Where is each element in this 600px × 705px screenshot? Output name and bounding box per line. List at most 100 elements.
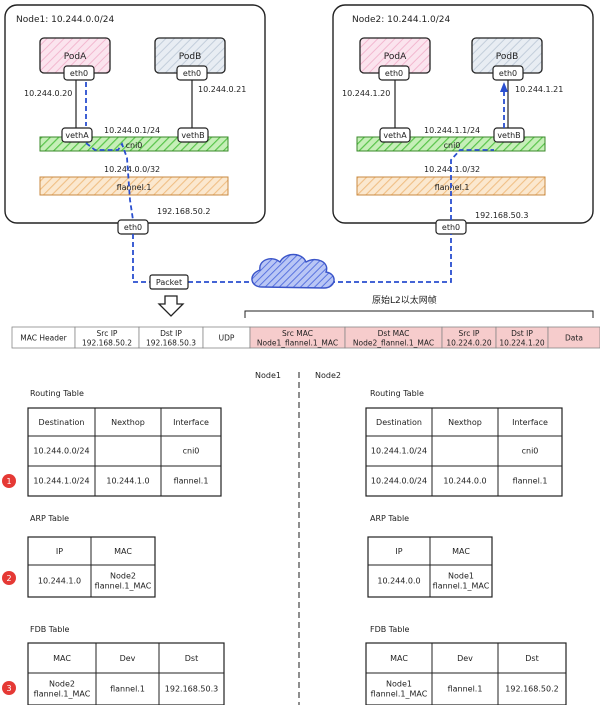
node2-cni0-ip: 10.244.1.1/24 [424,126,480,135]
packet-label: Packet [156,278,182,287]
node1-veth-b-label: vethB [181,131,204,140]
table-cell: flannel.1 [174,477,209,486]
node1-veth-b [177,127,209,143]
table-cell: flannel.1 [110,685,145,694]
node1-routing-title: Routing Table [30,389,84,398]
node2-flannel-ip: 10.244.1.0/32 [424,165,480,174]
network-cloud-icon [251,253,335,289]
step-badge-2: 2 [2,571,16,585]
node2-host-eth0-label: eth0 [442,223,460,232]
table-cell: Node1 [448,572,474,581]
step-badge-1: 1 [2,474,16,488]
packet-field: Data [547,326,600,349]
node1-flannel-label: flannel.1 [117,183,152,192]
node2-host-ip: 192.168.50.3 [475,211,528,220]
table-header-cell: MAC [390,654,408,663]
node2-pod-a-ip: 10.244.1.20 [342,89,390,98]
table-cell: 10.244.0.0/24 [371,477,427,486]
traffic-path [85,82,505,283]
table-cell: flannel.1 [513,477,548,486]
arrow-head-icon [500,82,508,92]
node1-fdb-title: FDB Table [30,625,70,634]
table-cell: 10.244.1.0/24 [371,447,427,456]
table-header-cell: Destination [39,418,85,427]
down-arrow-icon [157,295,185,317]
table-header-cell: Dst [525,654,538,663]
svg-text:3: 3 [6,684,11,693]
node2-pod-a-label: PodA [384,52,407,62]
packet-field-label: 10.224.0.20 [446,338,492,347]
node1-host-eth0-label: eth0 [124,223,142,232]
node1-cni0-label: cni0 [126,141,143,150]
packet-field-label: UDP [219,334,235,343]
packet-field-label: 10.224.1.20 [499,338,545,347]
node2-veth-b [493,127,525,143]
node2-veth-a-label: vethA [383,131,407,140]
table-cell: 10.244.0.0 [443,477,486,486]
step-badge-3: 3 [2,681,16,695]
svg-text:2: 2 [6,574,11,583]
packet-field-label: Src IP [459,329,480,338]
table-header-cell: MAC [452,547,470,556]
section-label-node1: Node1 [255,371,281,380]
section-label-node2: Node2 [315,371,341,380]
table-header-cell: IP [56,547,63,556]
table-cell: cni0 [522,447,539,456]
table-header-cell: Dev [457,654,473,663]
table-cell: 10.244.1.0 [38,577,81,586]
table-header-cell: Nexthop [448,418,482,427]
table-header-cell: MAC [53,654,71,663]
packet-field-label: Node2_flannel.1_MAC [353,338,434,347]
table-header-cell: Interface [173,418,209,427]
packet-field-label: Src MAC [282,329,313,338]
node2-pod-b-label: PodB [496,52,519,62]
node1-flannel-device [39,176,229,196]
node2-veth-a [379,127,411,143]
node2-pod-b-eth0-label: eth0 [499,69,517,78]
table-cell: flannel.1_MAC [371,690,428,699]
packet-field: MAC Header [11,326,76,349]
node2-fdb-title: FDB Table [370,625,410,634]
table-cell: 192.168.50.2 [505,685,558,694]
table-cell: 10.244.1.0 [106,477,149,486]
node1-veth-a-label: vethA [65,131,89,140]
node2-flannel-label: flannel.1 [435,183,470,192]
node1-flannel-ip: 10.244.0.0/32 [104,165,160,174]
table-cell: Node2 [49,680,75,689]
table-cell: 10.244.1.0/24 [33,477,89,486]
node1-cni0-ip: 10.244.0.1/24 [104,126,160,135]
table-cell: cni0 [183,447,200,456]
table-cell: Node2 [110,572,136,581]
packet-field-label: Dst IP [511,329,533,338]
node1-pod-b-eth0-label: eth0 [183,69,201,78]
node1-host-ip: 192.168.50.2 [157,207,210,216]
node2-arp-title: ARP Table [370,514,409,523]
table-header-cell: Dev [120,654,136,663]
table-cell: 10.244.0.0 [377,577,420,586]
packet-field-label: MAC Header [20,334,67,343]
packet-field-label: Dst IP [160,329,182,338]
packet-field-label: Data [565,334,583,343]
table-cell: 10.244.0.0/24 [33,447,89,456]
node1: Node1: 10.244.0.0/24 PodA PodB eth0 eth0… [4,4,266,235]
packet-box [149,274,189,290]
packet-field: UDP [202,326,251,349]
node1-pod-b-label: PodB [179,52,202,62]
table-header-cell: Destination [376,418,422,427]
node1-pod-a-ip: 10.244.0.20 [24,89,72,98]
node1-arp-title: ARP Table [30,514,69,523]
node1-pod-a-eth0-label: eth0 [70,69,88,78]
